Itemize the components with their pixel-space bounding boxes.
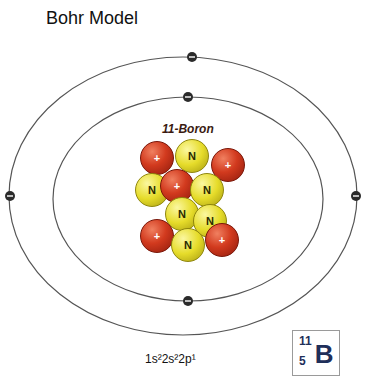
electron-symbol [187,52,197,62]
inner-orbit [53,97,323,301]
diagram-title: Bohr Model [46,8,138,29]
electron-symbol [351,191,361,201]
particle-sign: + [219,235,225,246]
neutron-particle: N [171,228,205,262]
particle-sign: N [188,151,196,162]
mass-number: 11 [299,335,312,347]
neutron-particle: N [175,139,209,173]
outer-orbit [9,57,357,335]
proton-particle: + [140,219,174,253]
isotope-name: 11-Boron [162,122,214,136]
atomic-number: 5 [299,355,306,367]
particle-sign: + [154,231,160,242]
particle-sign: N [203,185,211,196]
electron-symbol [183,92,193,102]
particle-sign: N [184,240,192,251]
particle-sign: + [225,160,231,171]
element-symbol: B [315,341,334,367]
particle-sign: N [178,209,186,220]
neutron-particle: N [190,173,224,207]
electron-symbol [183,296,193,306]
electron-symbol [5,191,15,201]
particle-sign: + [174,181,180,192]
electron-configuration: 1s²2s²2p¹ [145,352,196,366]
particle-sign: N [148,185,156,196]
proton-particle: + [205,223,239,257]
particle-sign: + [154,153,160,164]
isotope-box: 11 5B [292,330,340,376]
